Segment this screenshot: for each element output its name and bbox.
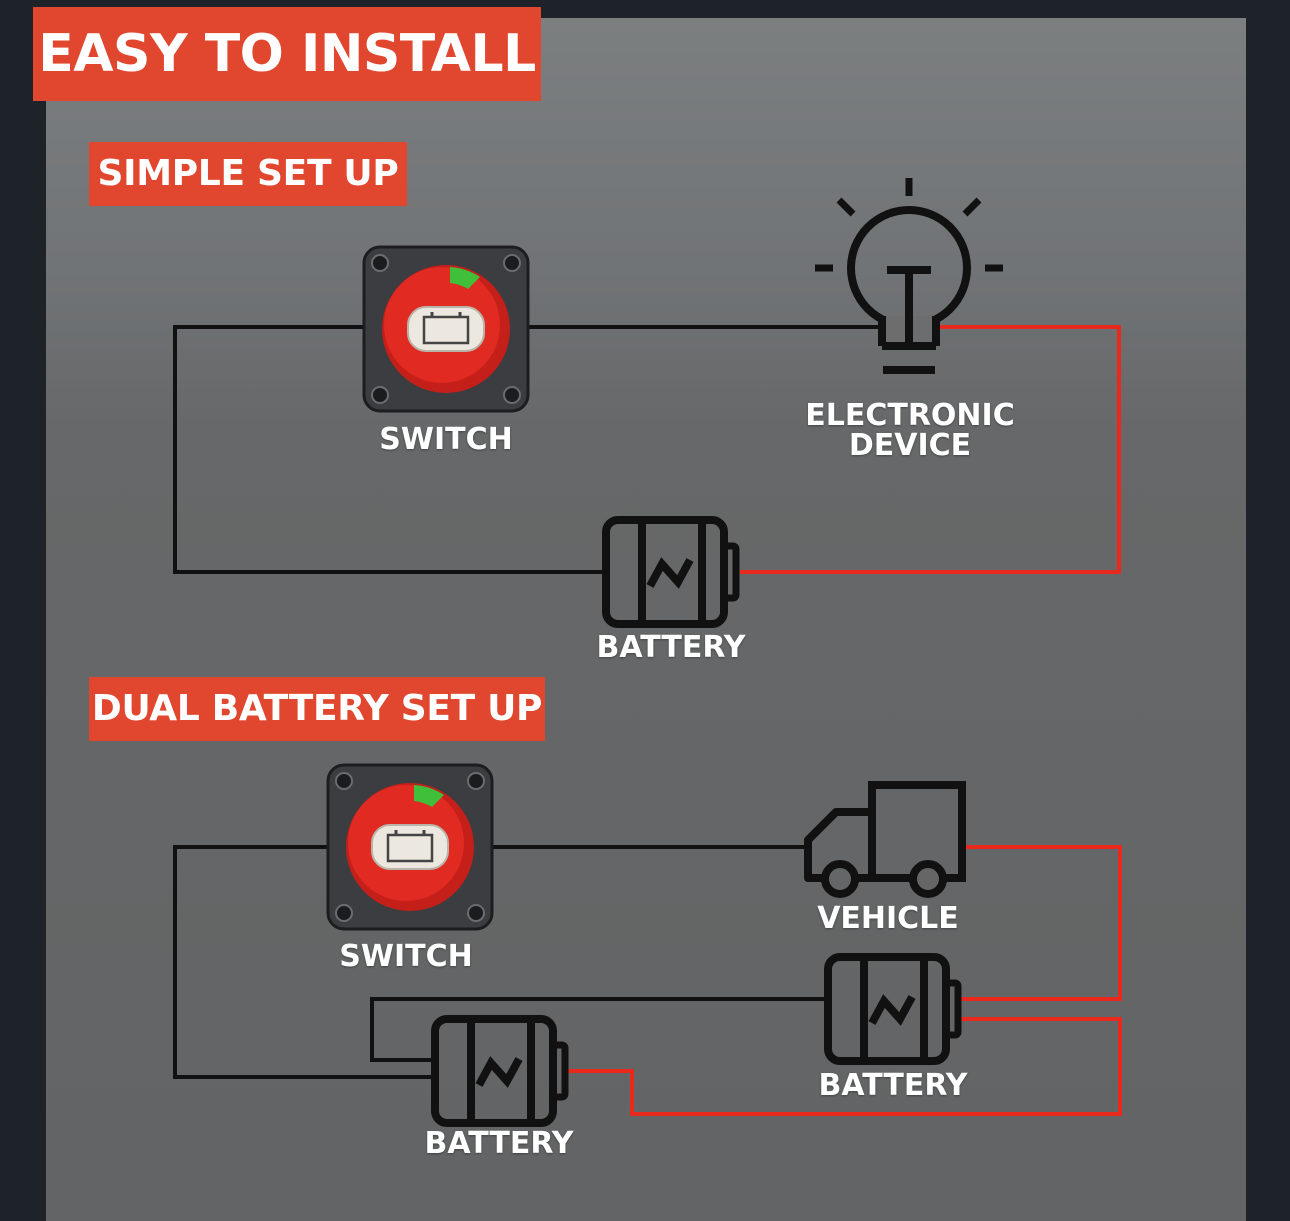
rotary-switch-icon bbox=[362, 245, 530, 413]
battery-icon bbox=[828, 957, 958, 1061]
battery-icon bbox=[435, 1019, 565, 1123]
dual-wires bbox=[173, 845, 1122, 1116]
simple-wires bbox=[173, 325, 1121, 574]
rotary-switch-icon bbox=[326, 763, 494, 931]
battery-right-label: BATTERY bbox=[818, 1068, 968, 1103]
light-bulb-icon bbox=[815, 178, 1003, 374]
page-title: EASY TO INSTALL bbox=[33, 7, 541, 101]
simple-switch-label: SWITCH bbox=[379, 422, 513, 457]
dual-switch-label: SWITCH bbox=[339, 939, 473, 974]
simple-battery-label: BATTERY bbox=[596, 630, 746, 665]
device-label-line2: DEVICE bbox=[848, 428, 972, 463]
vehicle-label: VEHICLE bbox=[817, 901, 959, 936]
section-title-dual: DUAL BATTERY SET UP bbox=[89, 677, 545, 741]
section-title-simple: SIMPLE SET UP bbox=[89, 142, 407, 206]
battery-icon bbox=[606, 520, 736, 624]
truck-icon bbox=[804, 781, 966, 898]
battery-left-label: BATTERY bbox=[424, 1126, 574, 1161]
device-label-line1: ELECTRONIC bbox=[805, 398, 1015, 433]
